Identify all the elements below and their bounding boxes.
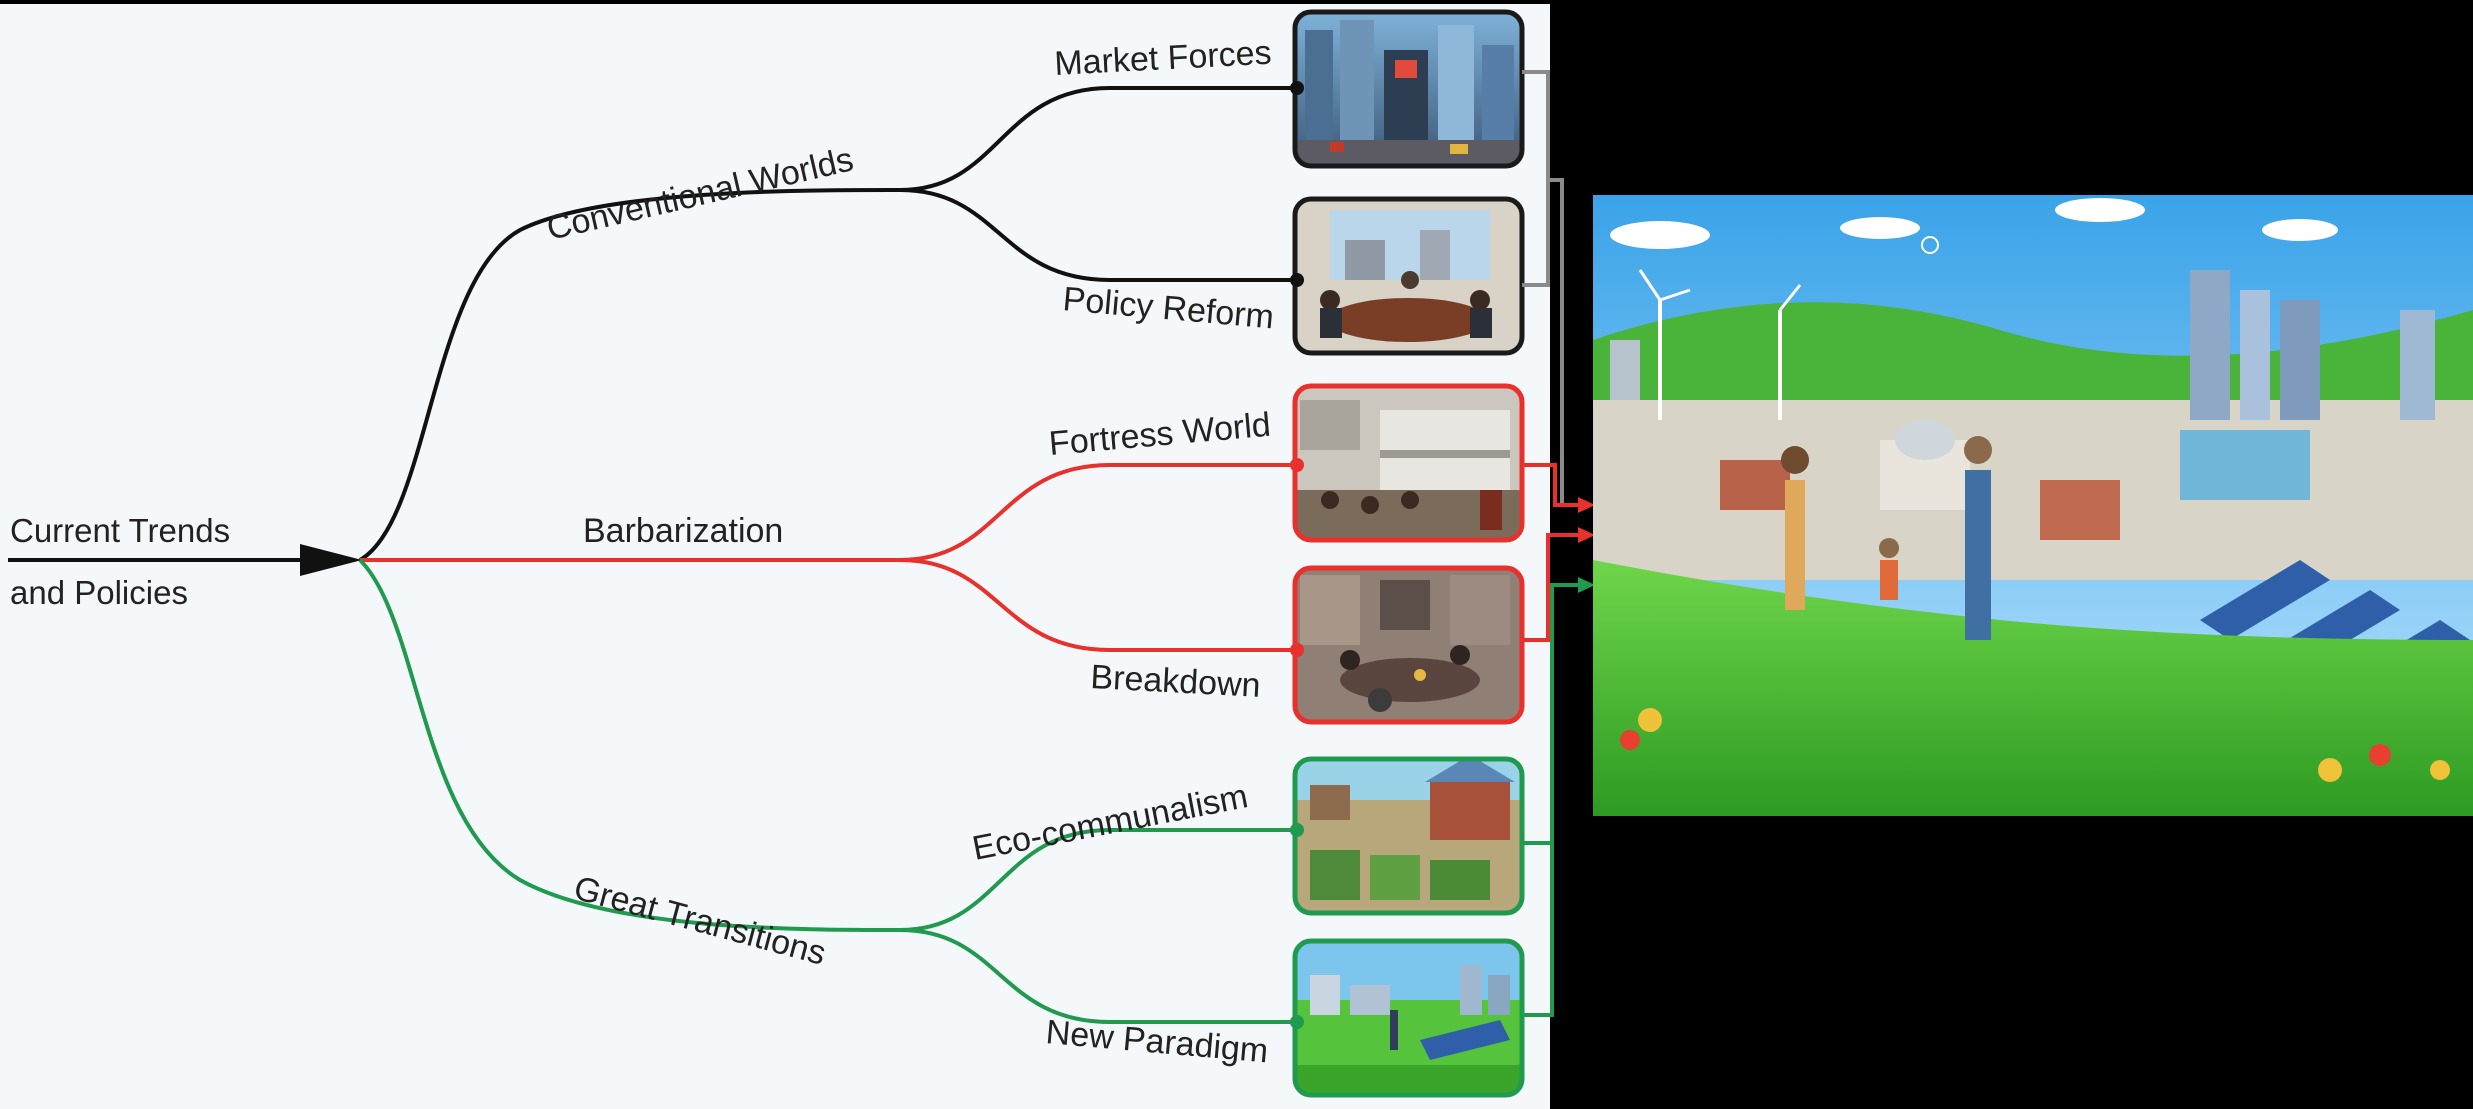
- connector-dot-paradigm: [1290, 1015, 1304, 1029]
- bracket-great-arrowhead: [1578, 577, 1595, 593]
- thumbnail-fortress-world: [1292, 383, 1525, 543]
- leaf-line-paradigm: [899, 928, 1295, 1024]
- branch-line-conventional: [359, 188, 901, 562]
- connector-dot-breakdown: [1290, 643, 1304, 657]
- leaf-line-eco: [899, 828, 1295, 932]
- sustainable-future-illustration: [1593, 195, 2473, 816]
- connector-dot-fortress: [1290, 458, 1304, 472]
- thumbnail-market-forces: [1292, 9, 1525, 169]
- connector-dot-market: [1290, 81, 1304, 95]
- diagram-panel: [0, 4, 1550, 1109]
- bracket-barbarization-arrowhead-2: [1578, 527, 1595, 543]
- branch-line-great: [358, 558, 901, 932]
- thumbnail-new-paradigm: [1292, 938, 1525, 1098]
- root-label-line2: and Policies: [10, 574, 188, 611]
- leaf-label-breakdown: Breakdown: [1090, 658, 1262, 705]
- thumbnail-breakdown: [1292, 565, 1525, 725]
- branch-label-barbarization: Barbarization: [583, 512, 783, 550]
- bracket-barbarization-arrowhead-1: [1578, 497, 1595, 513]
- root-label-line1: Current Trends: [10, 512, 230, 549]
- root-arrowhead: [300, 544, 362, 576]
- bracket-great: [1522, 583, 1585, 1017]
- leaf-line-policy: [899, 188, 1295, 282]
- leaf-line-market: [899, 86, 1295, 192]
- leaf-line-breakdown: [899, 558, 1295, 652]
- thumbnail-policy-reform: [1292, 196, 1525, 356]
- connector-dot-policy: [1290, 273, 1304, 287]
- thumbnail-eco-communalism: [1292, 756, 1525, 916]
- bracket-conventional: [1522, 70, 1564, 505]
- leaf-line-fortress: [899, 463, 1295, 562]
- connector-dot-eco: [1290, 823, 1304, 837]
